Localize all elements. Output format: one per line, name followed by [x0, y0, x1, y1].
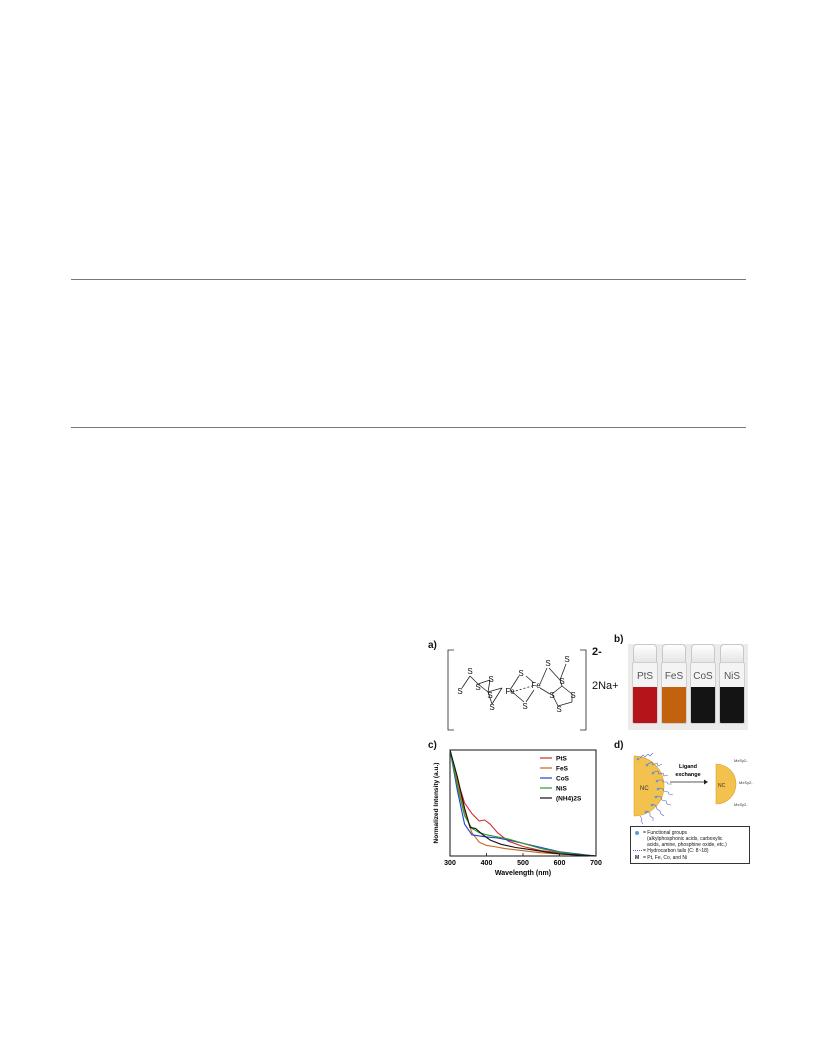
hydrocarbon-tail-icon	[633, 850, 642, 853]
sulfur-atom: S	[559, 677, 564, 686]
bottom-rule	[71, 427, 746, 428]
vial-label: FeS	[664, 671, 684, 682]
x-tick-label: 500	[517, 860, 529, 867]
vial-nis: NiS	[719, 644, 745, 724]
vial-photo: PtS FeS CoS NiS	[628, 644, 748, 730]
vial-cap	[662, 644, 686, 664]
sulfur-atom: S	[457, 687, 462, 696]
panel-a-label: a)	[428, 640, 437, 651]
panel-d-label: d)	[614, 740, 624, 751]
sulfur-atom: S	[570, 691, 575, 700]
legend-label: NiS	[556, 786, 568, 793]
nc-label: NC	[640, 786, 649, 792]
x-tick-label: 700	[590, 860, 602, 867]
arrow-label-exchange: exchange	[675, 772, 700, 778]
vial-cap	[633, 644, 657, 664]
vial-glass: FeS	[661, 662, 687, 724]
vial-pts: PtS	[632, 644, 658, 724]
sulfur-atom: S	[487, 691, 492, 700]
legend-label: CoS	[556, 776, 570, 783]
vial-liquid	[662, 687, 686, 723]
series-line-1	[449, 749, 597, 857]
key-functional-groups-detail: acids, amine, phosphine oxide, etc.)	[647, 842, 727, 848]
series-line-3	[449, 749, 597, 857]
sulfur-atom: S	[545, 659, 550, 668]
panel-c-label: c)	[428, 740, 437, 751]
series-line-4	[449, 749, 597, 857]
vial-fes: FeS	[661, 644, 687, 724]
vial-cap	[691, 644, 715, 664]
vial-glass: NiS	[719, 662, 745, 724]
y-axis-label: Normalized Intensity (a.u.)	[433, 763, 440, 844]
sulfur-atom: S	[475, 683, 480, 692]
arrow-label-ligand: Ligand	[679, 764, 697, 770]
nc-product-label: NC	[718, 783, 726, 789]
legend-label: (NH4)2S	[556, 796, 582, 803]
x-tick-label: 300	[444, 860, 456, 867]
vial-glass: PtS	[632, 662, 658, 724]
vial-label: CoS	[693, 671, 713, 682]
product-ligand-label: MxSy2-	[734, 758, 748, 763]
top-rule	[71, 279, 746, 280]
vial-glass: CoS	[690, 662, 716, 724]
functional-group-icon	[635, 831, 639, 835]
cluster-charge: 2-	[592, 646, 602, 658]
product-ligand-label: MxSy2-	[739, 780, 753, 785]
key-metal-symbol: M	[635, 855, 640, 861]
panel-b-label: b)	[614, 634, 624, 645]
product-ligand-label: MxSy2-	[734, 802, 748, 807]
figure: a)	[420, 630, 760, 880]
sulfur-atom: S	[518, 669, 523, 678]
sulfur-atom: S	[549, 691, 554, 700]
vial-liquid	[633, 687, 657, 723]
plot-frame	[449, 749, 597, 857]
legend-label: PtS	[556, 756, 568, 763]
key-functional-groups: = Functional groups	[643, 830, 688, 836]
key-functional-groups-detail: (alkylphosphonic acids, carboxylic	[647, 836, 723, 842]
vial-liquid	[691, 687, 715, 723]
vial-liquid	[720, 687, 744, 723]
counterion: 2Na+	[592, 680, 619, 692]
sulfur-atom: S	[488, 675, 493, 684]
sulfur-atom: S	[522, 702, 527, 711]
ligand-exchange-scheme: NC Ligand exchange NC MxSy2- MxSy2- MxSy…	[633, 752, 753, 824]
x-axis-label: Wavelength (nm)	[495, 870, 551, 877]
iron-atom: Fe	[531, 681, 541, 690]
series-line-5	[449, 749, 597, 857]
sulfur-atom: S	[489, 703, 494, 712]
scheme-key: = Functional groups (alkylphosphonic aci…	[630, 826, 750, 864]
x-tick-label: 600	[554, 860, 566, 867]
vial-label: PtS	[636, 671, 654, 682]
vial-cos: CoS	[690, 644, 716, 724]
sulfur-atom: S	[467, 667, 472, 676]
key-hydrocarbon: = Hydrocarbon tails (C: 8~18)	[643, 848, 709, 854]
vial-cap	[720, 644, 744, 664]
legend-label: FeS	[556, 766, 569, 773]
sulfur-atom: S	[556, 705, 561, 714]
vial-label: NiS	[723, 671, 741, 682]
fe-s-cluster-structure: S S S S S S Fe S S Fe S S S S S S	[447, 649, 587, 731]
series-line-2	[449, 749, 597, 857]
x-tick-label: 400	[481, 860, 493, 867]
iron-atom: Fe	[505, 687, 515, 696]
key-metal: = Pt, Fe, Co, and Ni	[643, 855, 688, 861]
sulfur-atom: S	[564, 655, 569, 664]
